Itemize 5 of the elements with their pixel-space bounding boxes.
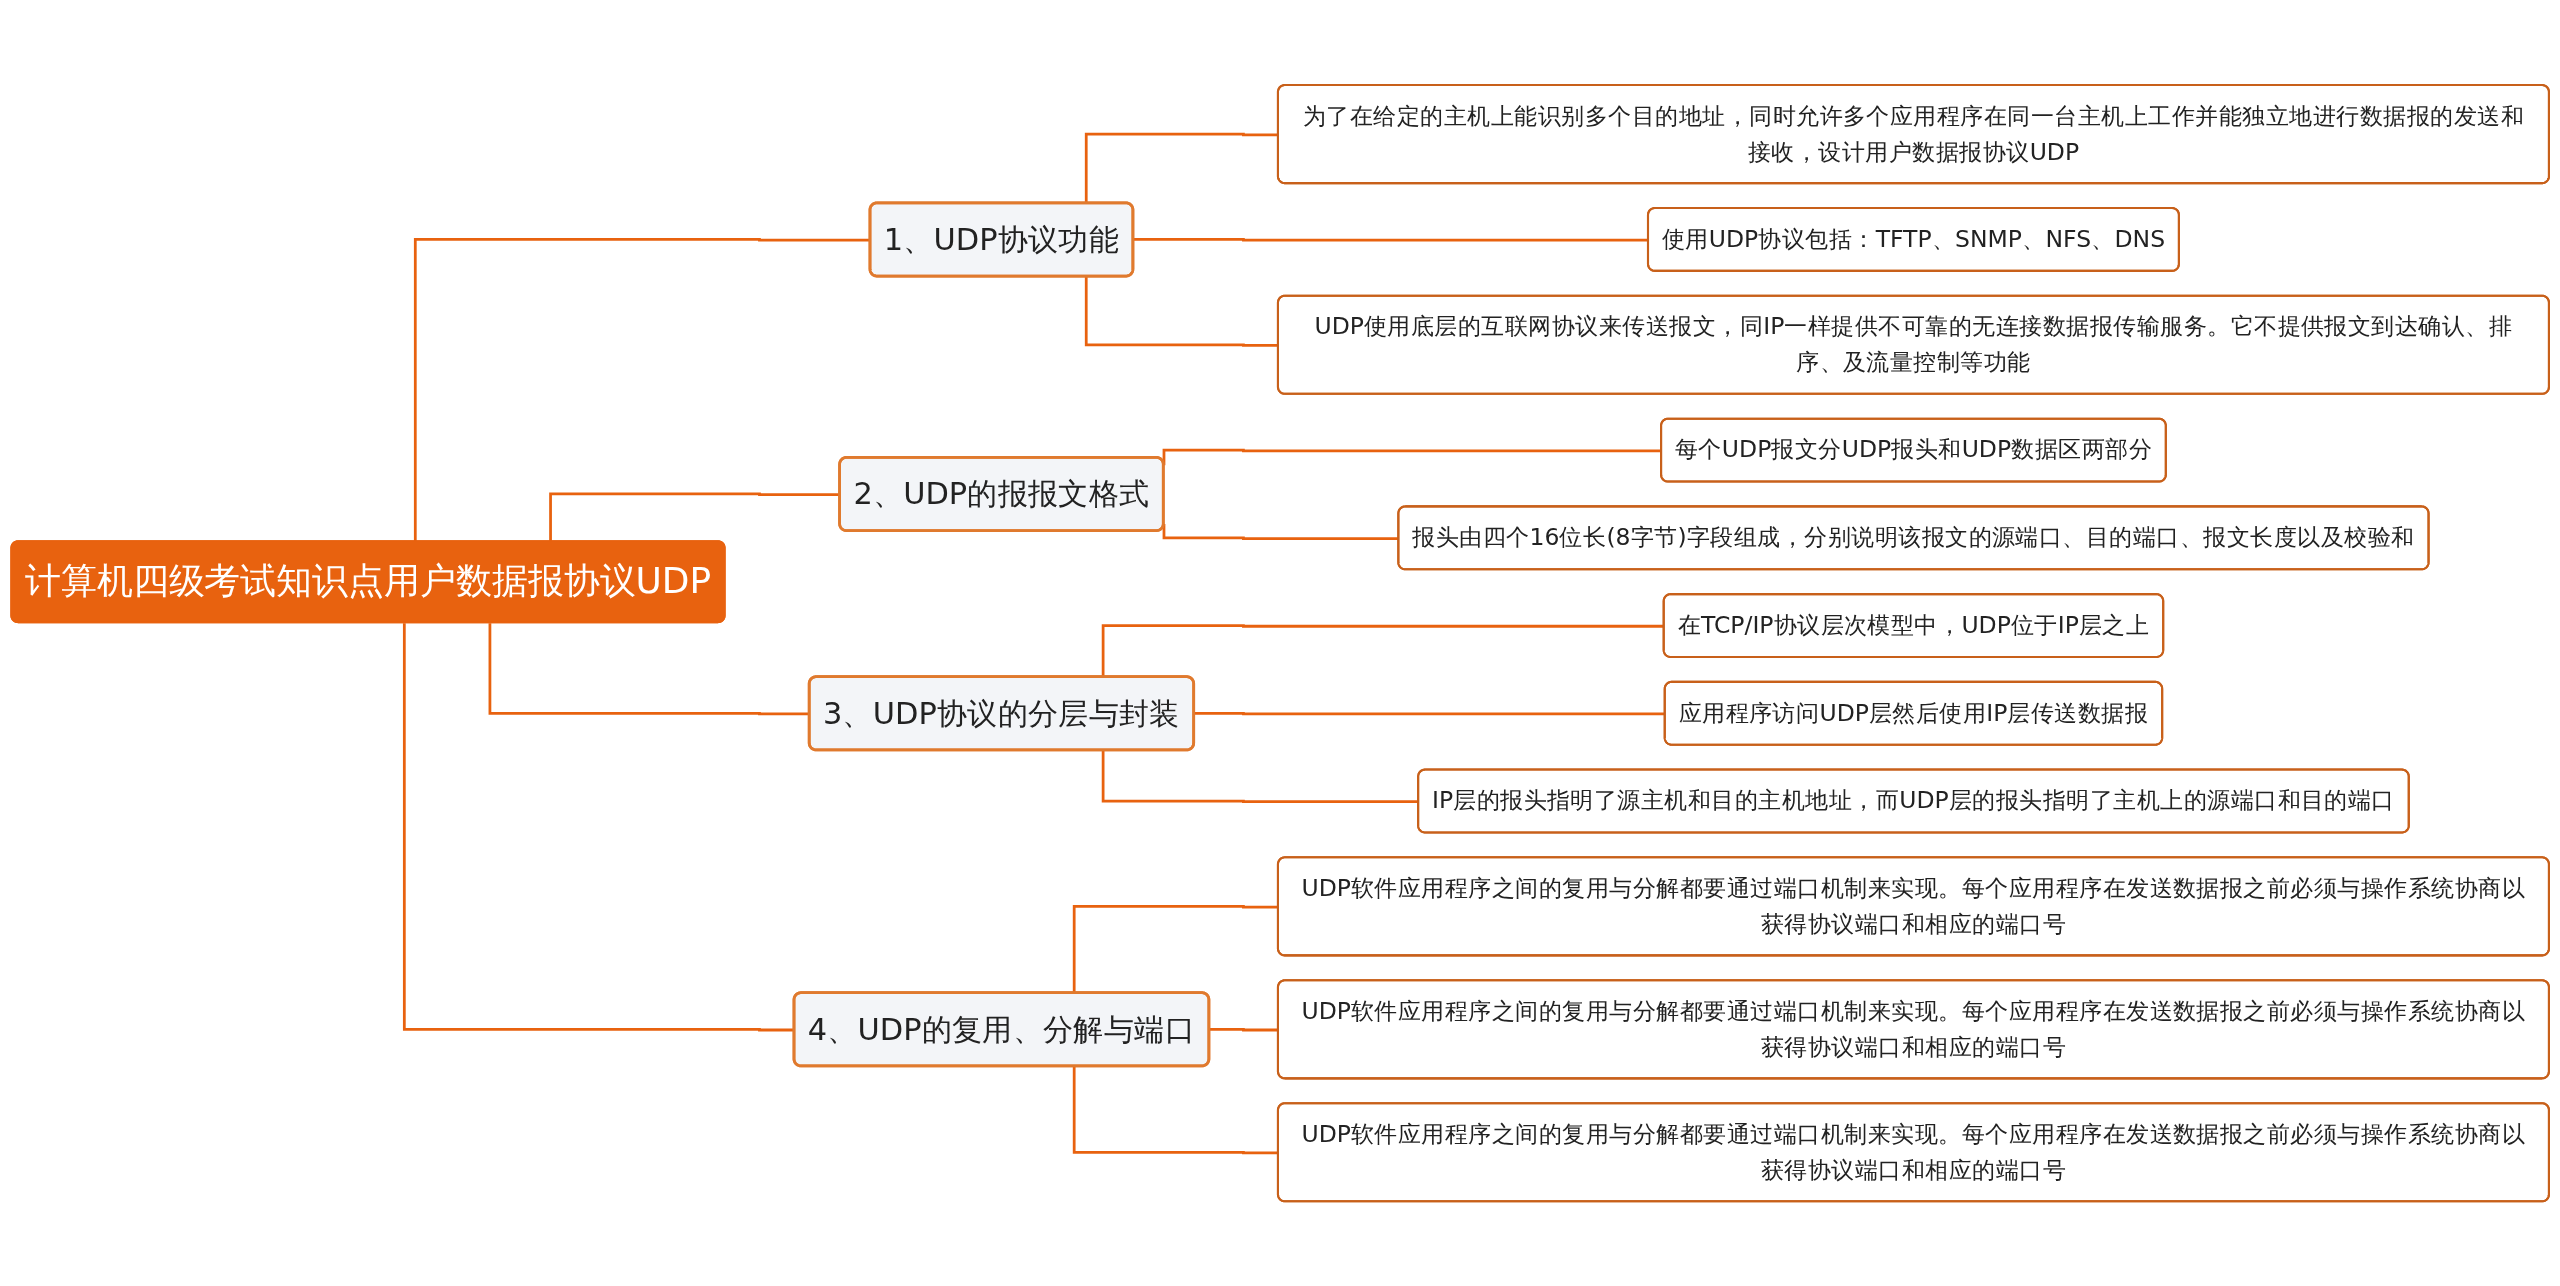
connector <box>1162 448 1662 466</box>
connector <box>1132 237 1649 242</box>
connector <box>1101 750 1419 803</box>
connector <box>488 622 810 716</box>
connector <box>402 622 795 1032</box>
